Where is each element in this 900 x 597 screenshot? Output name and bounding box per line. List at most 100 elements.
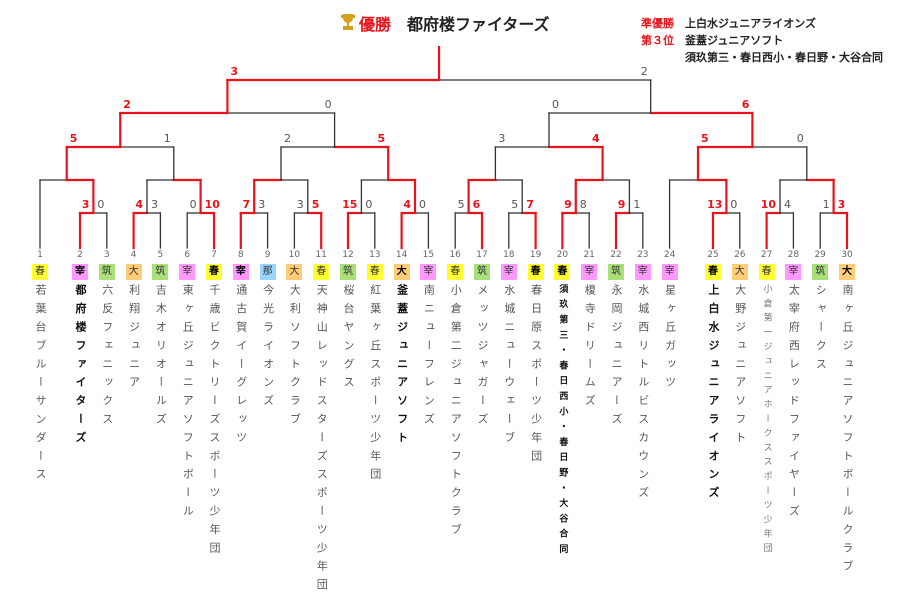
region-badge: 春 bbox=[447, 264, 464, 280]
team-name: 六反フェニックス bbox=[100, 284, 114, 432]
runner-up-label: 準優勝 bbox=[641, 17, 674, 30]
team-name: 星ヶ丘ガッツ bbox=[663, 284, 677, 395]
team-name: 須玖第三・春日西小・春日野・大谷合同 bbox=[557, 284, 568, 560]
region-badge: 大 bbox=[125, 264, 142, 280]
match-score: 0 bbox=[325, 98, 332, 111]
match-score: 9 bbox=[618, 198, 626, 211]
team-name: 大利ソフトクラブ bbox=[288, 284, 302, 432]
team-name: シャークス bbox=[814, 284, 828, 376]
match-score: 15 bbox=[342, 198, 357, 211]
match-score: 0 bbox=[797, 132, 804, 145]
team-number: 1 bbox=[37, 250, 43, 260]
team-name: 水城ニューウェーブ bbox=[502, 284, 516, 450]
runner-up-name: 上白水ジュニアライオンズ bbox=[685, 17, 817, 30]
match-score: 1 bbox=[164, 132, 171, 145]
team-name: 東ヶ丘ジュニアソフトボール bbox=[181, 284, 195, 524]
match-score: 3 bbox=[151, 198, 158, 211]
match-score: 5 bbox=[312, 198, 320, 211]
match-score: 3 bbox=[258, 198, 265, 211]
match-score: 2 bbox=[284, 132, 291, 145]
match-score: 9 bbox=[564, 198, 572, 211]
team-number: 28 bbox=[787, 250, 800, 260]
match-score: 7 bbox=[243, 198, 251, 211]
region-badge: 宰 bbox=[785, 264, 802, 280]
team-name: 千歳ビクトリーズスポーツ少年団 bbox=[208, 284, 221, 560]
match-score: 2 bbox=[641, 65, 648, 78]
team-name: メッツジャガーズ bbox=[476, 284, 489, 432]
team-name: 南ヶ丘ジュニアソフトボールクラブ bbox=[841, 284, 854, 579]
team-number: 20 bbox=[556, 250, 569, 260]
champion-name: 都府楼ファイターズ bbox=[407, 15, 550, 34]
region-badge: 春 bbox=[32, 264, 48, 280]
team-number: 16 bbox=[449, 250, 461, 260]
match-score: 3 bbox=[297, 198, 304, 211]
team-name: 水城西リトルビスカウンズ bbox=[636, 284, 650, 505]
team-column: 29 筑シャークス bbox=[808, 249, 832, 376]
region-badge: 春 bbox=[705, 264, 721, 280]
region-badge: 宰 bbox=[179, 264, 196, 280]
team-number: 9 bbox=[264, 250, 271, 260]
third-place-name-1: 釜蓋ジュニアソフト bbox=[685, 34, 784, 47]
match-score: 7 bbox=[526, 198, 534, 211]
match-score: 0 bbox=[552, 98, 559, 111]
team-column: 18 宰水城ニューウェーブ bbox=[497, 249, 521, 450]
team-number: 13 bbox=[369, 250, 381, 260]
region-badge: 宰 bbox=[420, 264, 437, 280]
match-score: 8 bbox=[580, 198, 587, 211]
region-badge: 筑 bbox=[340, 264, 356, 280]
match-score: 4 bbox=[784, 198, 791, 211]
team-name: 今光ライオンズ bbox=[261, 284, 275, 413]
team-number: 26 bbox=[734, 250, 746, 260]
team-number: 29 bbox=[814, 250, 826, 260]
match-score: 3 bbox=[838, 198, 846, 211]
team-name: 吉木オリオールズ bbox=[154, 284, 168, 432]
team-number: 19 bbox=[529, 250, 542, 260]
trophy-icon bbox=[340, 13, 356, 31]
match-score: 1 bbox=[633, 198, 640, 211]
match-score: 0 bbox=[365, 198, 372, 211]
match-score: 5 bbox=[701, 132, 709, 145]
team-number: 14 bbox=[395, 250, 408, 260]
region-badge: 筑 bbox=[812, 264, 829, 280]
region-badge: 筑 bbox=[152, 264, 169, 280]
region-badge: 大 bbox=[731, 264, 748, 280]
region-badge: 春 bbox=[366, 264, 383, 280]
team-number: 11 bbox=[315, 250, 327, 260]
region-badge: 春 bbox=[206, 264, 222, 280]
team-number: 22 bbox=[610, 250, 622, 260]
third-place-label: 第３位 bbox=[641, 34, 674, 47]
team-number: 18 bbox=[503, 250, 515, 260]
team-name: 小倉第二ジュニアソフトクラブ bbox=[449, 284, 463, 542]
team-name: 南ニューフレンズ bbox=[422, 284, 436, 432]
team-number: 17 bbox=[476, 250, 488, 260]
team-number: 10 bbox=[288, 250, 301, 260]
match-score: 1 bbox=[823, 198, 830, 211]
region-badge: 宰 bbox=[500, 264, 517, 280]
team-name: 榎寺ドリームズ bbox=[583, 284, 597, 413]
team-name: 永岡ジュニアーズ bbox=[610, 284, 623, 432]
match-score: 3 bbox=[82, 198, 90, 211]
third-place-name-2: 須玖第三・春日西小・春日野・大谷合同 bbox=[685, 51, 883, 64]
team-number: 21 bbox=[583, 250, 595, 260]
match-score: 4 bbox=[135, 198, 143, 211]
team-name: 通古賀イーグレッツ bbox=[234, 284, 248, 450]
